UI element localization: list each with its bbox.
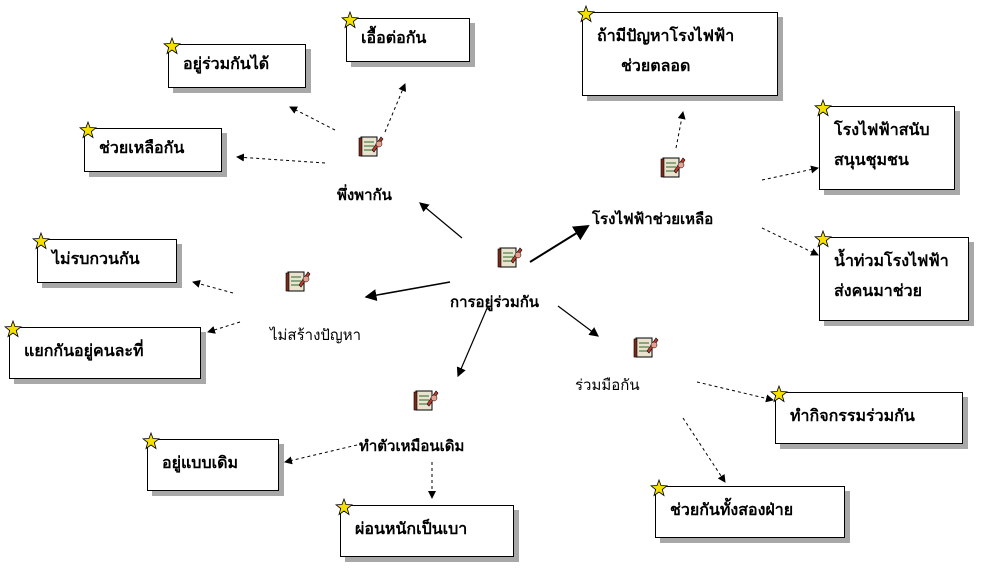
star-icon	[4, 320, 22, 338]
connector-center-maisang	[364, 281, 451, 302]
box-line: สนุนชุมชน	[834, 150, 909, 169]
node-label-power: โรงไฟฟ้าช่วยเหลือ	[592, 210, 714, 228]
connector-center-power	[529, 224, 590, 263]
box-line: ช่วยกันทั้งสองฝ่าย	[670, 500, 794, 519]
node-label-tamtua: ทำตัวเหมือนเดิม	[359, 437, 465, 455]
notebook-pen-icon	[285, 271, 311, 292]
notebook-pen-icon	[497, 247, 523, 268]
leaf-box: ผ่อนหนักเป็นเบา	[335, 498, 514, 557]
star-icon	[650, 479, 668, 497]
node-label-maisang: ไม่สร้างปัญหา	[270, 326, 362, 344]
connector-tamtua-b11	[284, 444, 358, 465]
box-line: ถ้ามีปัญหาโรงไฟฟ้า	[597, 26, 735, 45]
box-line: ช่วยตลอด	[621, 56, 691, 75]
leaf-box: ไม่รบกวนกัน	[32, 232, 177, 283]
connector-center-tamtua	[456, 305, 489, 378]
leaf-box: ทำกิจกรรมร่วมกัน	[770, 385, 963, 444]
box-line: ผ่อนหนักเป็นเบา	[355, 519, 468, 538]
box-line: ไม่รบกวนกัน	[52, 249, 140, 268]
star-icon	[814, 99, 832, 117]
connector-pueng-b2	[384, 83, 406, 133]
leaf-box: น้ำท่วมโรงไฟฟ้า ส่งคนมาช่วย	[814, 230, 969, 321]
box-line: อยู่แบบเดิม	[162, 453, 239, 472]
notebook-pen-icon	[413, 390, 439, 411]
box-line: เอื้อต่อกัน	[361, 28, 427, 47]
box-line: น้ำท่วมโรงไฟฟ้า	[834, 251, 949, 270]
star-icon	[577, 5, 595, 23]
center-node-label: การอยู่ร่วมกัน	[450, 293, 540, 311]
connector-power-b4	[675, 111, 686, 149]
star-icon	[79, 121, 97, 139]
star-icon	[341, 11, 359, 29]
connector-power-b5	[761, 165, 819, 181]
box-line: แยกกันอยู่คนละที่	[24, 341, 144, 360]
leaf-box: ช่วยเหลือกัน	[79, 121, 222, 172]
connector-center-ruammue	[557, 305, 599, 337]
leaf-box: อยู่แบบเดิม	[142, 432, 279, 491]
leaf-box: อยู่ร่วมกันได้	[163, 37, 306, 88]
node-label-ruammue: ร่วมมือกัน	[575, 376, 640, 394]
connector-maisang-b8	[207, 321, 241, 334]
connector-ruammue-b10	[682, 417, 726, 483]
notebook-pen-icon	[633, 337, 659, 358]
box-line: โรงไฟฟ้าสนับ	[834, 120, 930, 139]
star-icon	[163, 37, 181, 55]
connector-pueng-b3	[236, 153, 326, 164]
notebook-pen-icon	[358, 136, 384, 157]
connector-center-pueng	[419, 202, 463, 239]
leaf-box: โรงไฟฟ้าสนับ สนุนชุมชน	[814, 99, 955, 190]
leaf-box: ถ้ามีปัญหาโรงไฟฟ้า ช่วยตลอด	[577, 5, 778, 96]
leaf-box: ช่วยกันทั้งสองฝ่าย	[650, 479, 845, 538]
node-label-pueng: พึ่งพากัน	[337, 186, 392, 204]
star-icon	[32, 232, 50, 250]
connector-pueng-b1	[289, 106, 336, 131]
connector-power-b6	[761, 227, 819, 256]
leaf-box: แยกกันอยู่คนละที่	[4, 320, 201, 379]
box-line: ช่วยเหลือกัน	[99, 138, 185, 157]
star-icon	[142, 432, 160, 450]
notebook-pen-icon	[660, 157, 686, 178]
connector-maisang-b7	[192, 279, 234, 294]
leaf-box: เอื้อต่อกัน	[341, 11, 470, 62]
star-icon	[770, 385, 788, 403]
connector-ruammue-b9	[696, 381, 774, 403]
box-line: อยู่ร่วมกันได้	[183, 54, 270, 73]
box-line: ส่งคนมาช่วย	[834, 281, 922, 300]
star-icon	[814, 230, 832, 248]
star-icon	[335, 498, 353, 516]
box-line: ทำกิจกรรมร่วมกัน	[790, 406, 915, 425]
